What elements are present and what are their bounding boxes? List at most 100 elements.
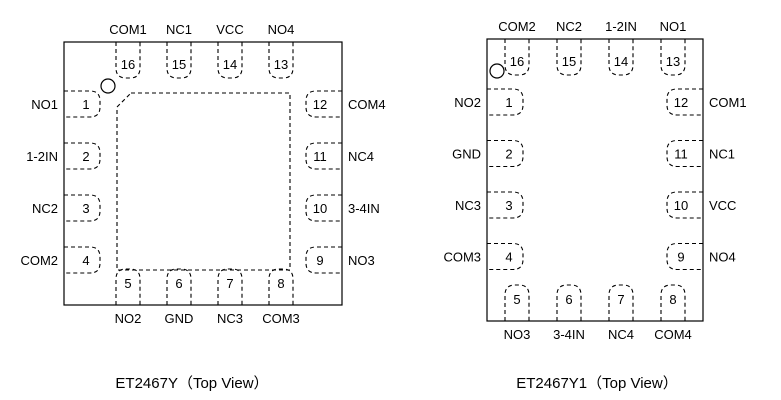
- pin-6: 6 3-4IN: [553, 284, 585, 342]
- pin-12: 12 COM4: [305, 90, 386, 118]
- pin-pad: [305, 90, 342, 118]
- pin-name: NC4: [608, 327, 634, 342]
- pin-number: 5: [124, 276, 131, 291]
- pin-14: 14 VCC: [216, 22, 244, 79]
- pin-pad: [608, 284, 634, 321]
- pin-number: 14: [223, 57, 237, 72]
- pin-12: 12 COM1: [666, 88, 747, 116]
- pin-number: 13: [666, 54, 680, 69]
- pin-name: NC3: [217, 311, 243, 326]
- pin-number: 1: [505, 95, 512, 110]
- pin-name: COM4: [348, 97, 386, 112]
- pin-number: 15: [172, 57, 186, 72]
- pin-pad: [268, 268, 294, 305]
- pin-name: 3-4IN: [348, 201, 380, 216]
- pin-pad: [166, 268, 192, 305]
- pin-pad: [305, 246, 342, 274]
- pin-number: 1: [82, 97, 89, 112]
- pin-pad: [487, 139, 524, 168]
- pin-pad: [666, 139, 703, 168]
- pin-number: 3: [82, 201, 89, 216]
- pin-number: 6: [565, 292, 572, 307]
- pin-number: 12: [313, 97, 327, 112]
- pin-pad: [115, 42, 141, 79]
- pin-name: COM1: [109, 22, 147, 37]
- pin-number: 8: [669, 292, 676, 307]
- pin-number: 9: [316, 253, 323, 268]
- pin-name: NO4: [709, 250, 736, 265]
- pin-number: 4: [82, 253, 89, 268]
- pin-pad: [666, 191, 703, 219]
- pin1-marker: [100, 78, 116, 94]
- pin-pad: [660, 284, 686, 321]
- pin-number: 2: [505, 147, 512, 162]
- pin-1: 1 NO2: [454, 88, 524, 116]
- pin-name: COM3: [262, 311, 300, 326]
- pin-11: 11 NC1: [666, 139, 735, 168]
- pin-pad: [64, 90, 101, 118]
- pin-4: 4 COM2: [20, 246, 101, 274]
- pin-number: 3: [505, 198, 512, 213]
- pin-name: 1-2IN: [605, 19, 637, 34]
- pin-9: 9 NO4: [666, 242, 736, 271]
- pin-number: 5: [513, 292, 520, 307]
- pin-number: 8: [277, 276, 284, 291]
- pin-pad: [217, 42, 243, 79]
- pin-pad: [64, 246, 101, 274]
- package-outline: [63, 41, 343, 306]
- pin-name: NO4: [268, 22, 295, 37]
- pin-number: 12: [674, 95, 688, 110]
- pin-name: NC1: [709, 147, 735, 162]
- pin-number: 2: [82, 149, 89, 164]
- pin-number: 7: [226, 276, 233, 291]
- pin-number: 13: [274, 57, 288, 72]
- package-caption: ET2467Y1（Top View）: [516, 375, 677, 392]
- pin-name: 3-4IN: [553, 327, 585, 342]
- pin-number: 16: [510, 54, 524, 69]
- pin-pad: [115, 268, 141, 305]
- pin-number: 10: [674, 198, 688, 213]
- pin-pad: [487, 242, 524, 271]
- pin-16: 16 COM1: [109, 22, 147, 79]
- pin-name: COM2: [498, 19, 536, 34]
- pin-name: COM1: [709, 95, 747, 110]
- pin-number: 9: [677, 250, 684, 265]
- exposed-pad: [116, 92, 291, 271]
- pin-name: NC1: [166, 22, 192, 37]
- pin-name: VCC: [709, 198, 736, 213]
- pin-name: NC2: [556, 19, 582, 34]
- pin-number: 16: [121, 57, 135, 72]
- pin-name: COM2: [20, 253, 58, 268]
- pin-pad: [608, 39, 634, 76]
- pin-pad: [504, 284, 530, 321]
- pin-number: 11: [674, 147, 688, 162]
- pin-number: 14: [614, 54, 628, 69]
- pin1-marker: [489, 63, 505, 79]
- pin-pad: [64, 194, 101, 222]
- pin-name: VCC: [216, 22, 243, 37]
- pin-name: COM3: [443, 250, 481, 265]
- pin-name: COM4: [654, 327, 692, 342]
- pin-pad: [166, 42, 192, 79]
- pin-number: 15: [562, 54, 576, 69]
- package-caption: ET2467Y（Top View）: [115, 375, 268, 392]
- pin-name: NO2: [454, 95, 481, 110]
- pin-pad: [64, 142, 101, 170]
- pin-pad: [556, 284, 582, 321]
- pin-pad: [268, 42, 294, 79]
